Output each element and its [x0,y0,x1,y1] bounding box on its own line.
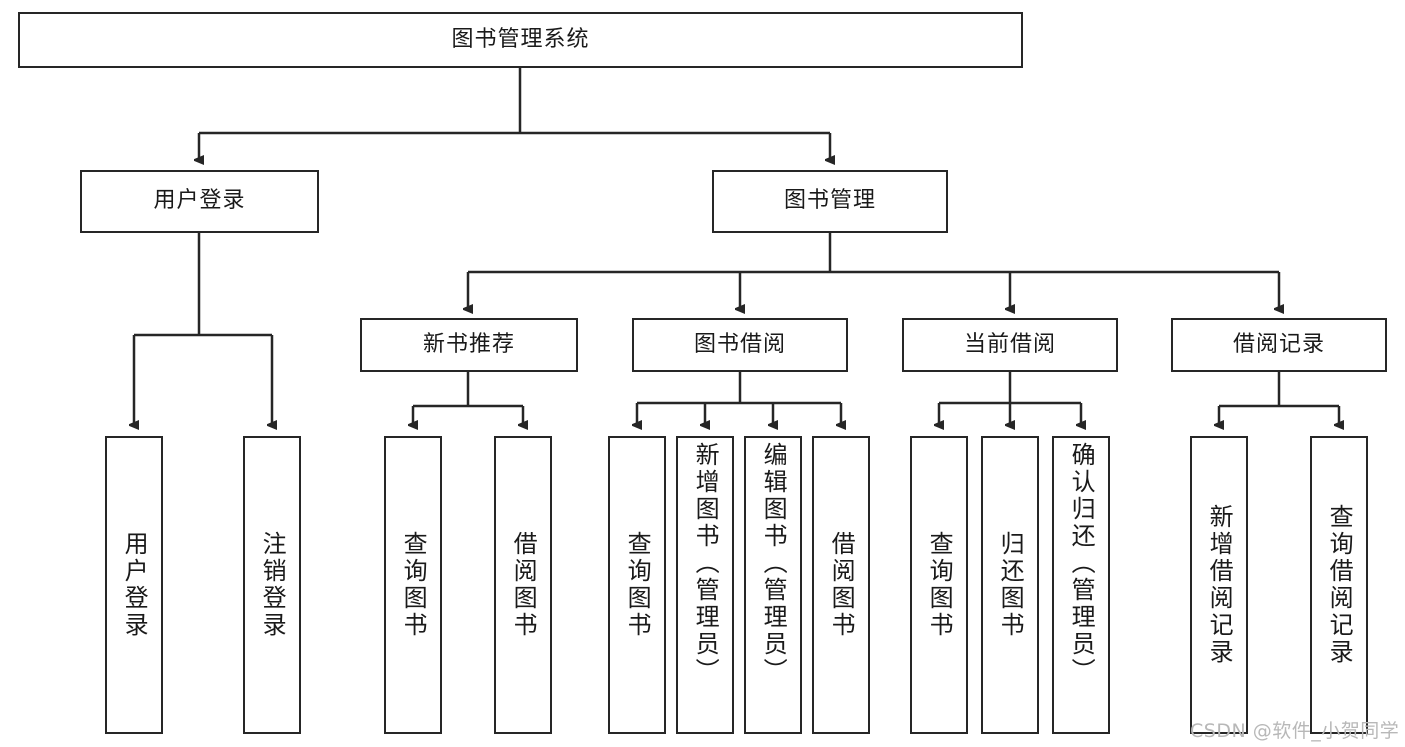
leaf-user-login[interactable]: 用户登录 [105,436,163,734]
node-label: 新增图书（管理员） [691,442,720,685]
leaf-add-borrow-record[interactable]: 新增借阅记录 [1190,436,1248,734]
leaf-return-book[interactable]: 归还图书 [981,436,1039,734]
node-label: 图书管理 [783,188,876,214]
leaf-confirm-return-admin[interactable]: 确认归还（管理员） [1052,436,1110,734]
node-label: 借阅图书 [509,531,538,639]
leaf-edit-book-admin[interactable]: 编辑图书（管理员） [744,436,802,734]
node-label: 编辑图书（管理员） [759,442,788,685]
leaf-query-book-current[interactable]: 查询图书 [910,436,968,734]
node-label: 用户登录 [120,531,149,639]
node-label: 用户登录 [153,188,246,214]
node-new-book-recommend[interactable]: 新书推荐 [360,318,578,372]
node-label: 借阅图书 [827,531,856,639]
node-label: 新增借阅记录 [1205,504,1234,666]
node-label: 当前借阅 [963,331,1056,357]
node-label: 图书管理系统 [451,26,590,52]
node-label: 查询图书 [399,531,428,639]
node-label: 查询图书 [925,531,954,639]
csdn-watermark: CSDN @软件_小贺同学 [1190,720,1400,742]
leaf-borrow-book[interactable]: 借阅图书 [812,436,870,734]
node-label: 借阅记录 [1232,331,1325,357]
node-label: 归还图书 [996,531,1025,639]
node-current-borrow[interactable]: 当前借阅 [902,318,1118,372]
node-label: 图书借阅 [693,331,786,357]
leaf-query-borrow-record[interactable]: 查询借阅记录 [1310,436,1368,734]
node-root-book-management-system[interactable]: 图书管理系统 [18,12,1023,68]
leaf-borrow-book-recommend[interactable]: 借阅图书 [494,436,552,734]
node-label: 查询借阅记录 [1325,504,1354,666]
node-label: 新书推荐 [422,331,515,357]
leaf-query-book-recommend[interactable]: 查询图书 [384,436,442,734]
node-label: 确认归还（管理员） [1067,442,1096,685]
node-book-borrow[interactable]: 图书借阅 [632,318,848,372]
node-borrow-records[interactable]: 借阅记录 [1171,318,1387,372]
node-user-login[interactable]: 用户登录 [80,170,319,233]
leaf-add-book-admin[interactable]: 新增图书（管理员） [676,436,734,734]
leaf-logout[interactable]: 注销登录 [243,436,301,734]
node-label: 查询图书 [623,531,652,639]
node-book-management[interactable]: 图书管理 [712,170,948,233]
node-label: 注销登录 [258,531,287,639]
leaf-query-book-borrow[interactable]: 查询图书 [608,436,666,734]
